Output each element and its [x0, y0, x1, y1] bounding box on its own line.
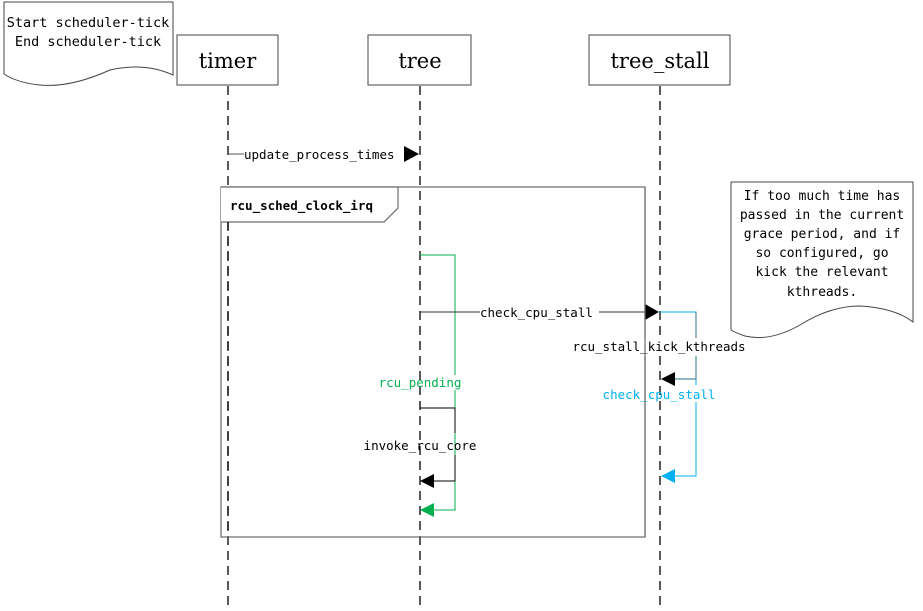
lifeline-label-timer: timer [199, 49, 257, 73]
message-check-cpu-stall: check_cpu_stall [420, 304, 659, 320]
note-scheduler-line: Start scheduler-tick [7, 15, 170, 31]
note-stall-line: kthreads. [787, 285, 857, 300]
lifeline-head-timer[interactable] [176, 34, 279, 86]
frame-label: rcu_sched_clock_irq [230, 198, 373, 214]
note-stall-line: grace period, and if [744, 227, 901, 242]
arrowhead-icon [661, 469, 675, 483]
message-invoke-rcu-core: invoke_rcu_core [364, 407, 477, 488]
arrowhead-icon [404, 146, 419, 162]
lifeline-tree: tree [367, 34, 472, 611]
lifeline-label-tree-stall: tree_stall [610, 49, 709, 73]
arrowhead-icon [645, 304, 659, 320]
message-update-process-times: update_process_times [228, 146, 419, 162]
arrowhead-icon [420, 503, 434, 517]
lifeline-timer: timer [176, 34, 279, 611]
message-label: rcu_stall_kick_kthreads [572, 339, 745, 354]
message-label: rcu_pending [379, 375, 462, 390]
message-rcu-stall-kick-kthreads: rcu_stall_kick_kthreads [566, 312, 754, 386]
message-label: check_cpu_stall [603, 387, 716, 402]
note-scheduler-line: End scheduler-tick [15, 34, 161, 50]
message-label: update_process_times [244, 147, 395, 162]
frame-rcu-sched-clock-irq: rcu_sched_clock_irq [220, 186, 646, 538]
note-stall-line: If too much time has [744, 189, 901, 204]
lifeline-label-tree: tree [398, 49, 441, 73]
lifeline-tree-stall: tree_stall [588, 34, 731, 611]
message-label: invoke_rcu_core [364, 438, 477, 453]
message-check-cpu-stall-self: check_cpu_stall [603, 311, 716, 483]
note-stall-line: kick the relevant [755, 265, 888, 280]
arrowhead-icon [420, 474, 434, 488]
note-scheduler: Start scheduler-tick End scheduler-tick [3, 1, 174, 86]
message-label: check_cpu_stall [480, 305, 593, 320]
note-stall-line: so configured, go [755, 246, 888, 261]
lifeline-head-tree-stall[interactable] [588, 34, 731, 86]
note-stall: If too much time has passed in the curre… [730, 181, 914, 339]
note-stall-line: passed in the current [740, 208, 904, 223]
lifeline-head-tree[interactable] [367, 34, 472, 86]
arrowhead-icon [661, 372, 675, 386]
